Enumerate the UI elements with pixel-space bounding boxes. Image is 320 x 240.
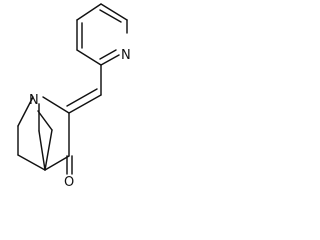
- bond: [37, 110, 53, 131]
- bond: [99, 9, 122, 23]
- bond: [42, 96, 70, 114]
- bond: [100, 3, 128, 21]
- chemical-structure-diagram: N N O: [17, 3, 131, 190]
- bond: [44, 155, 70, 171]
- carbonyl-oxygen-label: O: [64, 175, 74, 190]
- bond: [68, 94, 102, 114]
- bond: [17, 96, 34, 127]
- methylidene-linker: [66, 64, 102, 114]
- bond: [17, 154, 46, 171]
- pyridine-ring: [76, 3, 128, 66]
- bond: [38, 130, 46, 171]
- chemical-structure-canvas: N N O: [0, 0, 150, 212]
- bond: [66, 88, 98, 107]
- bond: [99, 49, 117, 60]
- bond: [100, 54, 120, 66]
- bond: [76, 49, 102, 66]
- bond: [76, 3, 102, 21]
- quinuclidinone-cage: [17, 96, 73, 175]
- bond: [44, 129, 53, 171]
- bridgehead-nitrogen-label: N: [29, 93, 39, 108]
- pyridine-nitrogen-label: N: [121, 48, 131, 63]
